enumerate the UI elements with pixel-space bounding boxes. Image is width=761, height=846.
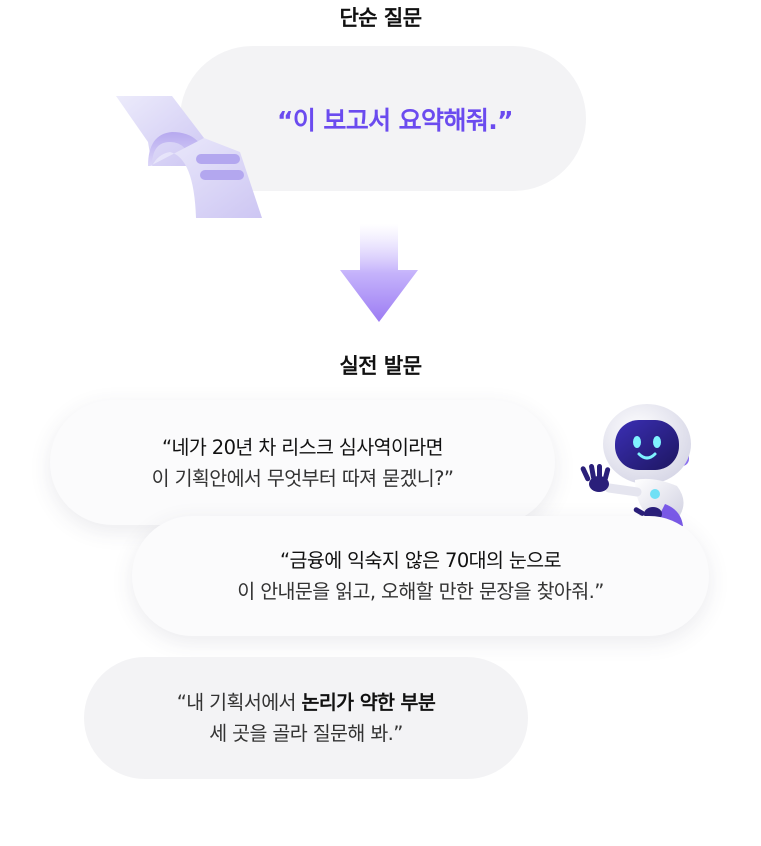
- q1-line-2: 이 기획안에서 무엇부터 따져 묻겠니?”: [151, 466, 454, 490]
- down-arrow-icon: [340, 224, 418, 322]
- q3-bold-text: 논리가 약한 부분: [301, 691, 436, 714]
- document-scroll-icon: [116, 96, 262, 218]
- q2-bold-text: “금융에 익숙지 않은 70대의 눈으로: [280, 549, 562, 572]
- advanced-question-bubble-1: “네가 20년 차 리스크 심사역이라면 이 기획안에서 무엇부터 따져 묻겠니…: [50, 400, 555, 525]
- q1-line-1: “네가 20년 차 리스크 심사역이라면: [162, 435, 444, 459]
- advanced-question-heading: 실전 발문: [339, 354, 422, 378]
- simple-question-text: “이 보고서 요약해줘.”: [277, 105, 514, 135]
- q3-line-1: “내 기획서에서 논리가 약한 부분: [177, 687, 436, 718]
- advanced-question-bubble-3: “내 기획서에서 논리가 약한 부분 세 곳을 골라 질문해 봐.”: [84, 657, 528, 779]
- simple-question-bubble: “이 보고서 요약해줘.”: [180, 46, 586, 191]
- robot-mascot-icon: [580, 404, 691, 528]
- advanced-question-bubble-2: “금융에 익숙지 않은 70대의 눈으로 이 안내문을 읽고, 오해할 만한 문…: [132, 516, 709, 636]
- q2-line-1: “금융에 익숙지 않은 70대의 눈으로: [237, 545, 603, 576]
- q3-line-2: 세 곳을 골라 질문해 봐.”: [209, 722, 403, 745]
- simple-question-heading: 단순 질문: [339, 6, 422, 30]
- q2-line-2: 이 안내문을 읽고, 오해할 만한 문장을 찾아줘.”: [237, 580, 604, 603]
- q3-prefix: “내 기획서에서: [176, 691, 302, 714]
